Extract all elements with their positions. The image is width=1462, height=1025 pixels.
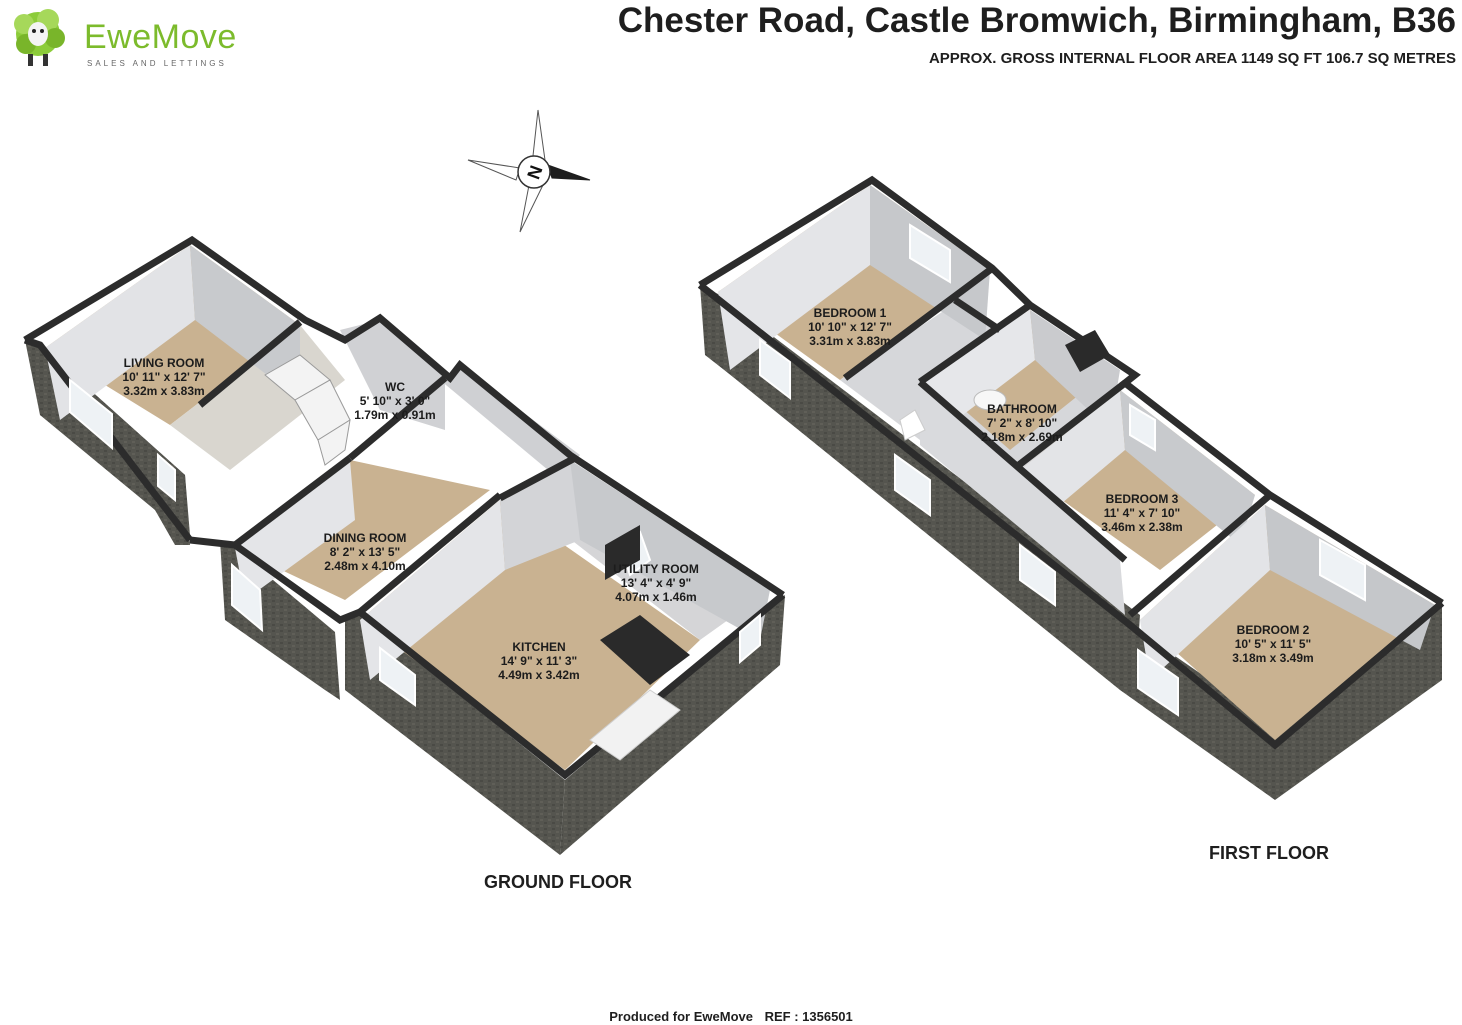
compass-north-label: N bbox=[523, 163, 546, 182]
brand-tagline: SALES AND LETTINGS bbox=[87, 59, 227, 68]
brand-name: EweMove bbox=[84, 18, 237, 56]
floor-area: APPROX. GROSS INTERNAL FLOOR AREA 1149 S… bbox=[928, 50, 1456, 67]
property-address: Chester Road, Castle Bromwich, Birmingha… bbox=[617, 1, 1456, 40]
first-floor-plan bbox=[697, 175, 1445, 800]
ewemove-logo: EweMove SALES AND LETTINGS bbox=[8, 4, 248, 72]
ground-floor-plan bbox=[23, 235, 786, 855]
first-floor-label: FIRST FLOOR bbox=[1209, 843, 1329, 863]
reference-number: REF : 1356501 bbox=[764, 1009, 853, 1024]
produced-for-text: Produced for EweMove bbox=[609, 1009, 753, 1024]
ground-floor-label: GROUND FLOOR bbox=[484, 872, 632, 892]
compass-rose-icon bbox=[467, 109, 591, 233]
footer: Produced for EweMove REF : 1356501 bbox=[605, 1009, 857, 1024]
sheep-icon bbox=[14, 9, 65, 66]
